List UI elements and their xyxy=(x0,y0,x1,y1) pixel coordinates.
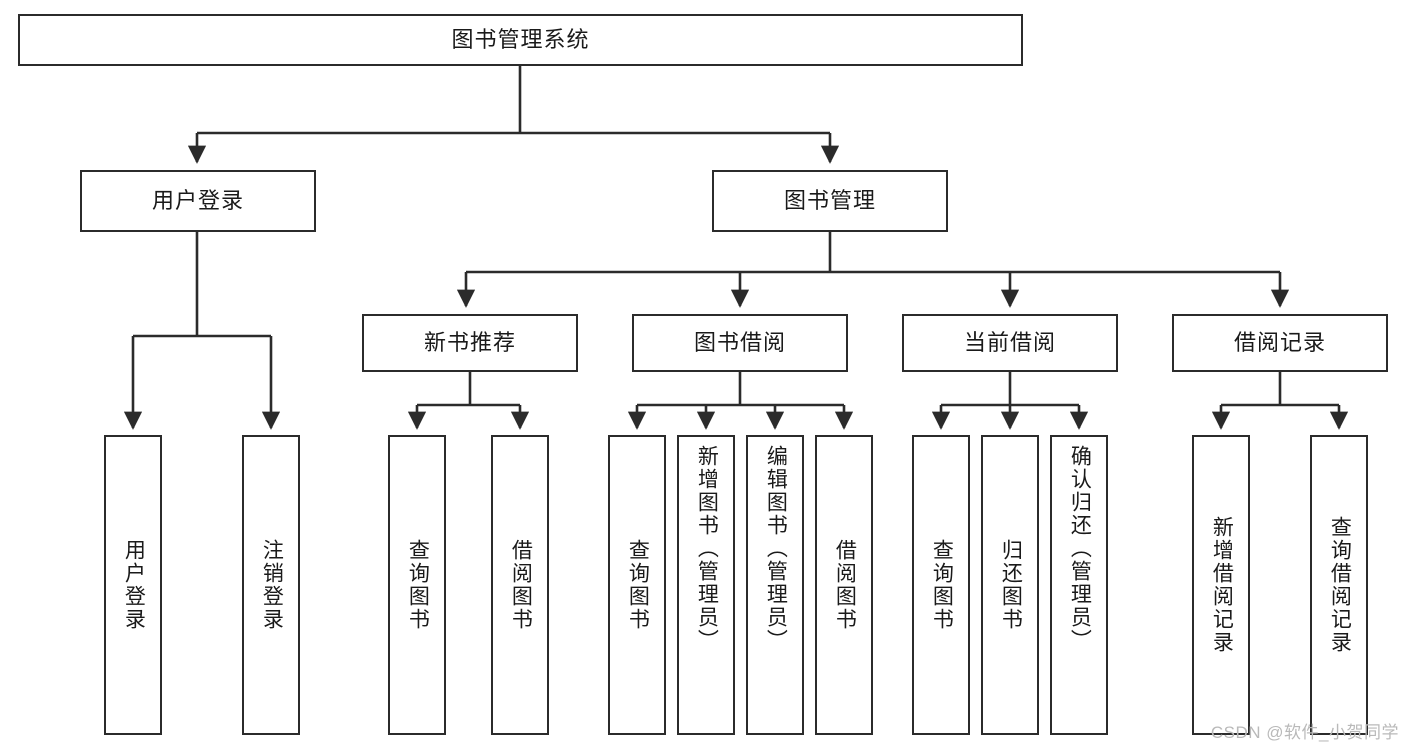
leaf-bb-query-book-label: 查询图书 xyxy=(626,539,650,631)
leaf-cb-return-book[interactable]: 归还图书 xyxy=(981,435,1039,735)
leaf-nbr-query-book-label: 查询图书 xyxy=(406,539,430,631)
leaf-bb-edit-book-admin[interactable]: 编辑图书（管理员） xyxy=(746,435,804,735)
leaf-user-logout[interactable]: 注销登录 xyxy=(242,435,300,735)
leaf-cb-query-book[interactable]: 查询图书 xyxy=(912,435,970,735)
leaf-cb-query-book-label: 查询图书 xyxy=(930,539,954,631)
leaf-cb-return-book-label: 归还图书 xyxy=(999,539,1023,631)
csdn-watermark: CSDN @软件_小贺同学 xyxy=(1210,723,1399,742)
leaf-nbr-query-book[interactable]: 查询图书 xyxy=(388,435,446,735)
leaf-nbr-borrow-book-label: 借阅图书 xyxy=(509,539,533,631)
node-root-system[interactable]: 图书管理系统 xyxy=(18,14,1023,66)
leaf-bb-edit-book-admin-label: 编辑图书（管理员） xyxy=(764,445,788,652)
leaf-cb-confirm-return-admin-label: 确认归还（管理员） xyxy=(1068,445,1092,652)
leaf-user-login[interactable]: 用户登录 xyxy=(104,435,162,735)
node-user-login[interactable]: 用户登录 xyxy=(80,170,316,232)
leaf-user-logout-label: 注销登录 xyxy=(260,539,284,631)
leaf-user-login-label: 用户登录 xyxy=(122,539,146,631)
leaf-bb-borrow-book[interactable]: 借阅图书 xyxy=(815,435,873,735)
leaf-bb-add-book-admin[interactable]: 新增图书（管理员） xyxy=(677,435,735,735)
node-borrow-record[interactable]: 借阅记录 xyxy=(1172,314,1388,372)
node-current-borrow-label: 当前借阅 xyxy=(963,330,1056,356)
node-user-login-label: 用户登录 xyxy=(151,188,244,214)
leaf-nbr-borrow-book[interactable]: 借阅图书 xyxy=(491,435,549,735)
node-new-book-recommend[interactable]: 新书推荐 xyxy=(362,314,578,372)
node-borrow-record-label: 借阅记录 xyxy=(1233,330,1326,356)
leaf-bb-borrow-book-label: 借阅图书 xyxy=(833,539,857,631)
node-book-management-label: 图书管理 xyxy=(783,188,876,214)
node-book-borrow-label: 图书借阅 xyxy=(693,330,786,356)
leaf-br-add-record-label: 新增借阅记录 xyxy=(1210,516,1234,654)
leaf-cb-confirm-return-admin[interactable]: 确认归还（管理员） xyxy=(1050,435,1108,735)
node-current-borrow[interactable]: 当前借阅 xyxy=(902,314,1118,372)
leaf-bb-query-book[interactable]: 查询图书 xyxy=(608,435,666,735)
leaf-br-query-record[interactable]: 查询借阅记录 xyxy=(1310,435,1368,735)
leaf-br-query-record-label: 查询借阅记录 xyxy=(1328,516,1352,654)
node-book-management[interactable]: 图书管理 xyxy=(712,170,948,232)
leaf-bb-add-book-admin-label: 新增图书（管理员） xyxy=(695,445,719,652)
leaf-br-add-record[interactable]: 新增借阅记录 xyxy=(1192,435,1250,735)
node-root-system-label: 图书管理系统 xyxy=(451,27,590,53)
node-new-book-recommend-label: 新书推荐 xyxy=(423,330,516,356)
node-book-borrow[interactable]: 图书借阅 xyxy=(632,314,848,372)
